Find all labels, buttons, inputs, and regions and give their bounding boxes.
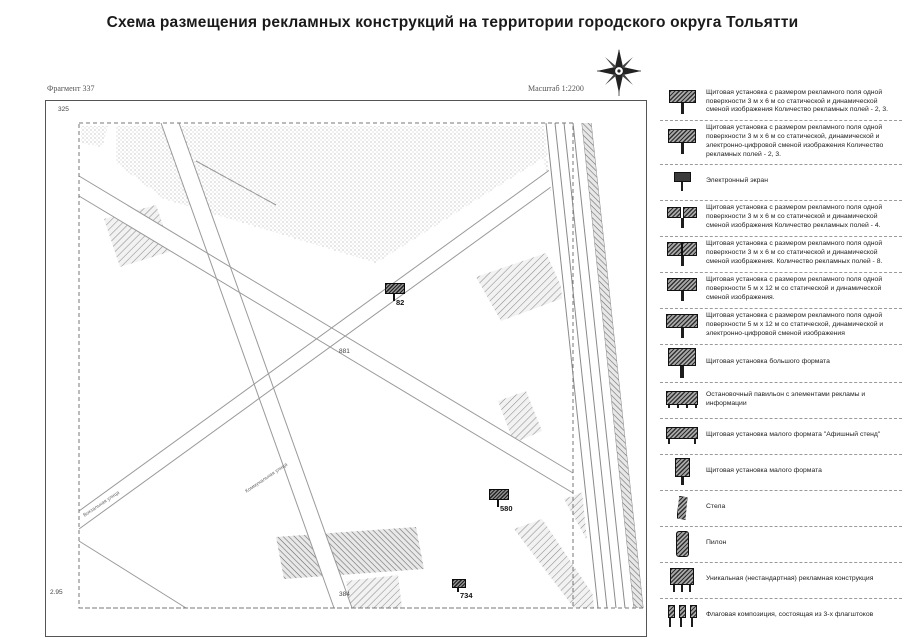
legend-item: Электронный экран bbox=[660, 165, 902, 201]
billboard-marker-icon bbox=[489, 489, 509, 500]
legend-item: Щитовая установка с размером рекламного … bbox=[660, 85, 902, 121]
map-corner-label: 2.95 bbox=[50, 589, 63, 596]
map-marker-label: 734 bbox=[460, 591, 473, 600]
legend-item-label: Щитовая установка с размером рекламного … bbox=[706, 276, 883, 302]
legend-item-label: Щитовая установка малого формата "Афишны… bbox=[706, 431, 881, 439]
map-corner-label: 881 bbox=[339, 348, 350, 355]
billboard-3x6-digital-icon bbox=[660, 129, 704, 155]
billboard-marker-stem bbox=[393, 293, 395, 301]
billboard-marker-stem bbox=[457, 587, 459, 592]
legend-item-label: Щитовая установка с размером рекламного … bbox=[706, 204, 883, 230]
legend-item-label: Щитовая установка с размером рекламного … bbox=[706, 124, 884, 158]
legend-item: Щитовая установка с размером рекламного … bbox=[660, 201, 902, 237]
billboard-3x6-4fields-icon bbox=[660, 207, 704, 229]
compass-rose-icon bbox=[597, 49, 641, 96]
legend-item-label: Уникальная (нестандартная) рекламная кон… bbox=[706, 575, 874, 583]
page-title: Схема размещения рекламных конструкций н… bbox=[106, 14, 799, 31]
legend-item: Стела bbox=[660, 491, 902, 527]
electronic-screen-icon bbox=[660, 172, 704, 192]
scale-label: Масштаб 1:2200 bbox=[528, 84, 584, 93]
unique-construction-icon bbox=[660, 567, 704, 592]
legend-item-label: Остановочный павильон с элементами рекла… bbox=[706, 390, 866, 407]
legend-item: Флаговая композиция, состоящая из 3-х фл… bbox=[660, 599, 902, 634]
legend-item: Щитовая установка с размером рекламного … bbox=[660, 237, 902, 273]
small-format-billboard-icon bbox=[660, 458, 704, 486]
legend-item: Пилон bbox=[660, 527, 902, 563]
map-marker-label: 580 bbox=[500, 504, 513, 513]
legend-item-label: Стела bbox=[706, 503, 726, 511]
legend-item-label: Щитовая установка с размером рекламного … bbox=[706, 240, 883, 266]
street-name-label: Коммунальная улица bbox=[244, 461, 289, 495]
billboard-3x6-8fields-icon bbox=[660, 241, 704, 266]
poster-stand-icon bbox=[660, 427, 704, 445]
billboard-marker-stem bbox=[497, 499, 499, 507]
legend-panel: Щитовая установка с размером рекламного … bbox=[660, 85, 902, 634]
legend-item-label: Щитовая установка с размером рекламного … bbox=[706, 312, 884, 338]
bus-pavilion-icon bbox=[660, 391, 704, 409]
flag-composition-icon bbox=[660, 604, 704, 627]
legend-item: Щитовая установка с размером рекламного … bbox=[660, 273, 902, 309]
legend-item-label: Щитовая установка большого формата bbox=[706, 358, 830, 366]
map-corner-label: 325 bbox=[58, 106, 69, 113]
legend-item: Уникальная (нестандартная) рекламная кон… bbox=[660, 563, 902, 599]
legend-item-label: Флаговая композиция, состоящая из 3-х фл… bbox=[706, 611, 874, 619]
billboard-marker-icon bbox=[385, 283, 405, 294]
billboard-5x12-digital-icon bbox=[660, 313, 704, 338]
legend-item: Щитовая установка малого формата bbox=[660, 455, 902, 491]
legend-item: Щитовая установка с размером рекламного … bbox=[660, 121, 902, 165]
billboard-5x12-icon bbox=[660, 278, 704, 302]
map-canvas bbox=[78, 122, 646, 609]
pylon-icon bbox=[660, 530, 704, 557]
billboard-3x6-icon bbox=[660, 90, 704, 114]
legend-item: Щитовая установка большого формата bbox=[660, 345, 902, 383]
legend-item-label: Щитовая установка малого формата bbox=[706, 467, 822, 475]
fragment-label: Фрагмент 337 bbox=[47, 84, 95, 93]
legend-item-label: Пилон bbox=[706, 539, 727, 547]
legend-item: Щитовая установка малого формата "Афишны… bbox=[660, 419, 902, 455]
map-corner-label: 384 bbox=[339, 591, 350, 598]
legend-item-label: Щитовая установка с размером рекламного … bbox=[706, 88, 889, 114]
stela-icon bbox=[660, 495, 704, 520]
billboard-marker-icon bbox=[452, 579, 466, 588]
legend-item: Остановочный павильон с элементами рекла… bbox=[660, 383, 902, 419]
billboard-large-format-icon bbox=[660, 347, 704, 378]
map-marker-label: 82 bbox=[396, 298, 405, 307]
legend-item-label: Электронный экран bbox=[706, 177, 768, 185]
street-name-label: Вокзальная улица bbox=[82, 489, 121, 519]
legend-item: Щитовая установка с размером рекламного … bbox=[660, 309, 902, 345]
